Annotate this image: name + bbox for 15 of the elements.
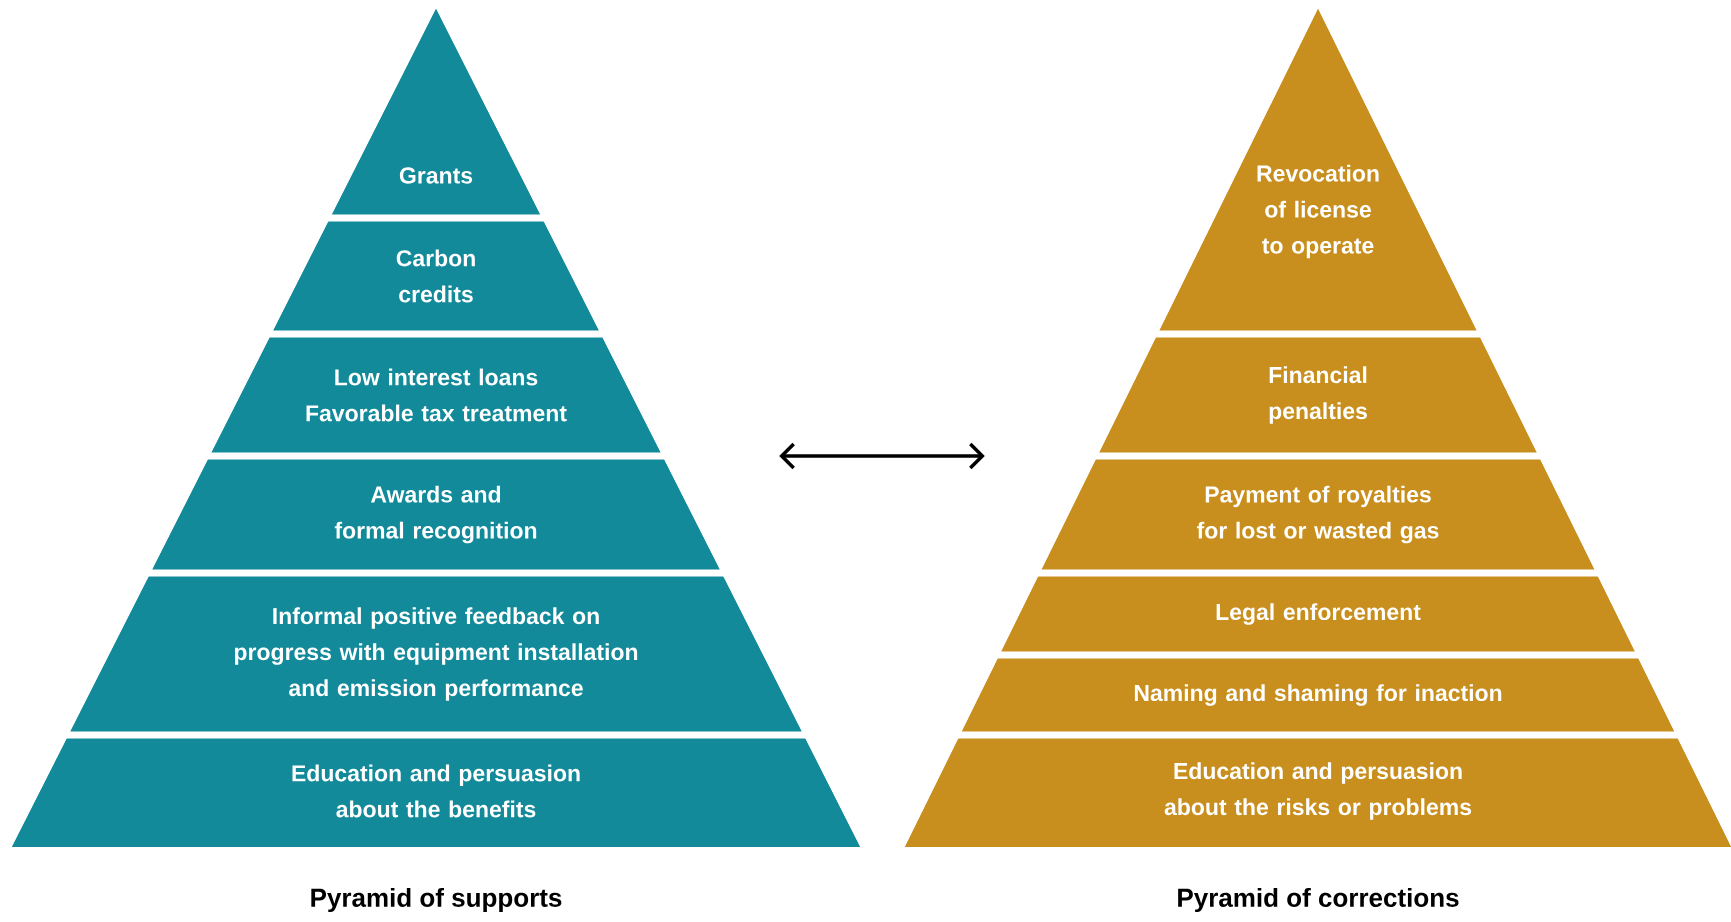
pyramid-level: Education and persuasion about the benefits (12, 738, 860, 847)
pyramid-level: Financial penalties (1099, 337, 1537, 453)
pyramid-level: Education and persuasion about the risks or problems (905, 738, 1731, 847)
pyramid-level: Grants (332, 9, 540, 215)
pyramid-level: Awards and formal recognition (152, 459, 720, 570)
pyramid-level: Payment of royalties for lost or wasted gas (1041, 459, 1595, 570)
pyramid-level: Naming and shaming for inaction (961, 658, 1675, 732)
pyramid-level: Revocation of license to operate (1159, 9, 1477, 331)
pyramid-title: Pyramid of corrections (1178, 887, 1459, 913)
pyramid-level: Low interest loans Favorable tax treatment (211, 337, 661, 453)
arrow (779, 442, 985, 470)
pyramid-level: Carbon credits (273, 221, 599, 331)
pyramid-title: Pyramid of supports (311, 887, 562, 913)
pyramid-level: Legal enforcement (1001, 576, 1635, 652)
pyramid-level: Informal positive feedback on progress with equipment installation and emission performance (70, 576, 802, 732)
